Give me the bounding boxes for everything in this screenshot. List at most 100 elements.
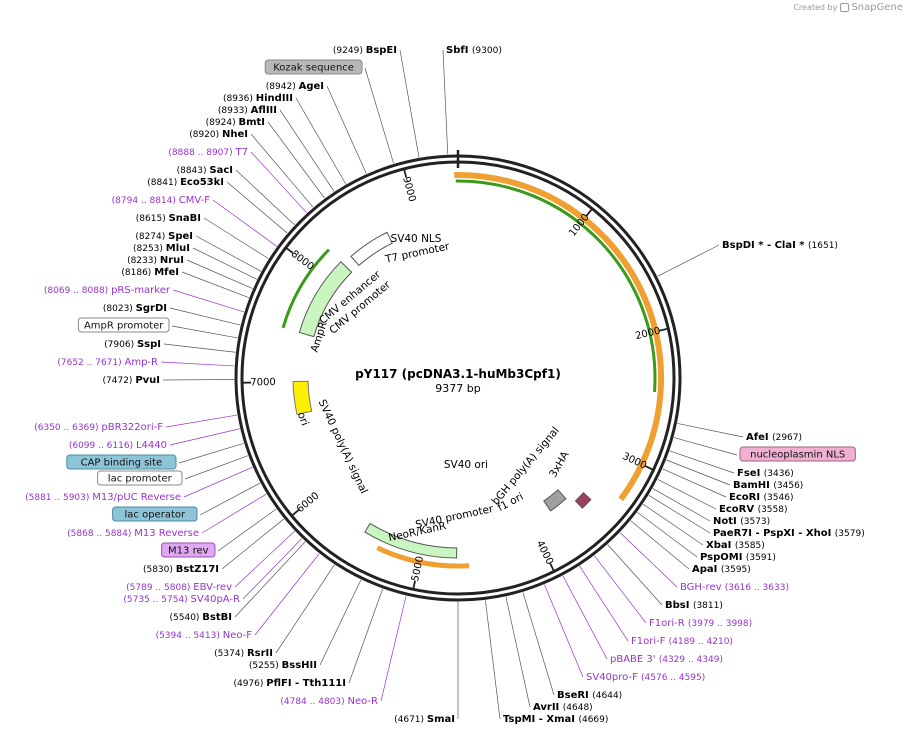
label-text: (6350 .. 6369) pBR322ori-F — [34, 422, 163, 433]
tick-mark — [644, 465, 654, 471]
site-label: (9249) BspEI — [333, 45, 397, 56]
label-text: (8843) SacI — [177, 165, 233, 176]
site-label: (5735 .. 5754) SV40pA-R — [123, 594, 240, 605]
label-position: (5868 .. 5884) — [67, 529, 134, 539]
leader-line — [279, 109, 335, 192]
label-name: SpeI — [168, 231, 193, 242]
label-name: Amp-R — [125, 357, 159, 368]
site-label: (5868 .. 5884) M13 Reverse — [67, 528, 199, 539]
leader-line — [673, 437, 738, 456]
site-label: (5540) BstBI — [170, 612, 233, 623]
site-label: SV40pro-F (4576 .. 4595) — [586, 672, 705, 683]
label-name: AfeI — [746, 432, 772, 443]
label-name: ApaI — [692, 564, 721, 575]
label-name: T7 — [235, 147, 248, 158]
feature-block-gray — [543, 489, 567, 512]
label-text: BGH-rev (3616 .. 3633) — [680, 582, 789, 593]
label-name: AvrII — [533, 702, 563, 713]
site-label: BseRI (4644) — [557, 690, 622, 701]
site-label: (8069 .. 8088) pRS-marker — [44, 285, 171, 296]
plasmid-center: pY117 (pcDNA3.1-huMb3Cpf1) 9377 bp — [355, 367, 561, 395]
label-name: BamHI — [733, 480, 773, 491]
leader-line — [163, 343, 236, 353]
label-position: (3979 .. 3998) — [688, 619, 752, 629]
credit: Created by SnapGene — [793, 2, 903, 13]
label-position: (3573) — [740, 517, 770, 527]
label-text: BseRI (4644) — [557, 690, 622, 701]
feature-label: ori — [295, 410, 311, 427]
site-label: (8841) Eco53kI — [147, 177, 224, 188]
site-label: (4671) SmaI — [394, 714, 455, 725]
leader-line — [630, 520, 690, 570]
label-text: (8936) HindIII — [223, 93, 293, 104]
site-label: (4784 .. 4803) Neo-R — [280, 696, 378, 707]
label-position: (3546) — [764, 493, 794, 503]
label-text: PaeR7I - PspXI - XhoI (3579) — [713, 528, 865, 539]
feature-label: SV40 ori — [444, 459, 488, 471]
label-text: (8186) MfeI — [121, 267, 179, 278]
label-position: (8794 .. 8814) — [112, 196, 179, 206]
site-label: XbaI (3585) — [706, 540, 765, 551]
site-label: (8942) AgeI — [266, 81, 324, 92]
leader-line — [267, 121, 325, 199]
label-position: (3579) — [835, 529, 865, 539]
tick-label: 6000 — [295, 490, 322, 515]
label-position: (4669) — [578, 715, 608, 725]
label-name: PflFI - Tth111I — [266, 678, 346, 689]
tick-mark — [659, 327, 669, 332]
boxed-name: AmpR promoter — [84, 321, 164, 332]
label-text: (8924) BmtI — [206, 117, 265, 128]
label-box — [66, 454, 177, 470]
tick-label: 8000 — [289, 249, 316, 273]
label-position: (4644) — [592, 691, 622, 701]
leader-line — [250, 151, 307, 214]
site-label: pBABE 3' (4329 .. 4349) — [610, 654, 723, 665]
label-name: pBABE 3' — [610, 654, 659, 665]
leader-line — [544, 584, 584, 678]
label-name: SbfI — [446, 45, 472, 56]
label-box — [112, 506, 198, 522]
feature-arc — [376, 545, 470, 569]
snapgene-logo-icon — [839, 3, 849, 12]
site-label: TspMI - XmaI (4669) — [503, 714, 608, 725]
site-label: ApaI (3595) — [692, 564, 751, 575]
label-text: (7906) SspI — [104, 339, 161, 350]
label-name: pRS-marker — [111, 285, 171, 296]
credit-brand: SnapGene — [851, 2, 903, 13]
tick-mark — [403, 168, 408, 178]
site-label: F1ori-F (4189 .. 4210) — [631, 636, 733, 647]
leader-line — [399, 49, 420, 158]
label-name: PaeR7I - PspXI - XhoI — [713, 528, 835, 539]
leader-line — [221, 518, 285, 570]
leader-line — [607, 544, 663, 606]
label-position: (7472) — [103, 376, 136, 386]
leader-line — [295, 97, 347, 185]
label-text: (6099 .. 6116) L4440 — [69, 440, 167, 451]
label-text: (5830) BstZ17I — [143, 564, 219, 575]
feature-block-cmv — [350, 231, 393, 267]
site-label: BamHI (3456) — [733, 480, 803, 491]
site-label: (8936) HindIII — [223, 93, 293, 104]
label-position: (6099 .. 6116) — [69, 441, 136, 451]
leader-line — [594, 555, 647, 624]
label-name: SV40pro-F — [586, 672, 641, 683]
boxed-name: lac promoter — [108, 474, 173, 485]
leader-line — [195, 235, 262, 272]
leader-line — [169, 307, 241, 326]
boxed-name: Kozak sequence — [273, 63, 354, 74]
label-text: AfeI (2967) — [746, 432, 802, 443]
label-position: (4576 .. 4595) — [641, 673, 705, 683]
leader-line — [505, 596, 531, 708]
leader-line — [562, 575, 608, 660]
label-name: SmaI — [427, 714, 455, 725]
leader-line — [642, 503, 704, 546]
label-text: (5255) BssHII — [249, 660, 317, 671]
label-position: (8069 .. 8088) — [44, 286, 111, 296]
label-text: (8253) MluI — [133, 243, 190, 254]
label-text: AvrII (4648) — [533, 702, 593, 713]
label-position: (8933) — [218, 106, 251, 116]
label-position: (8253) — [133, 244, 166, 254]
leader-line — [669, 450, 735, 474]
site-label: (7652 .. 7671) Amp-R — [57, 357, 158, 368]
site-label: (8615) SnaBI — [136, 213, 201, 224]
